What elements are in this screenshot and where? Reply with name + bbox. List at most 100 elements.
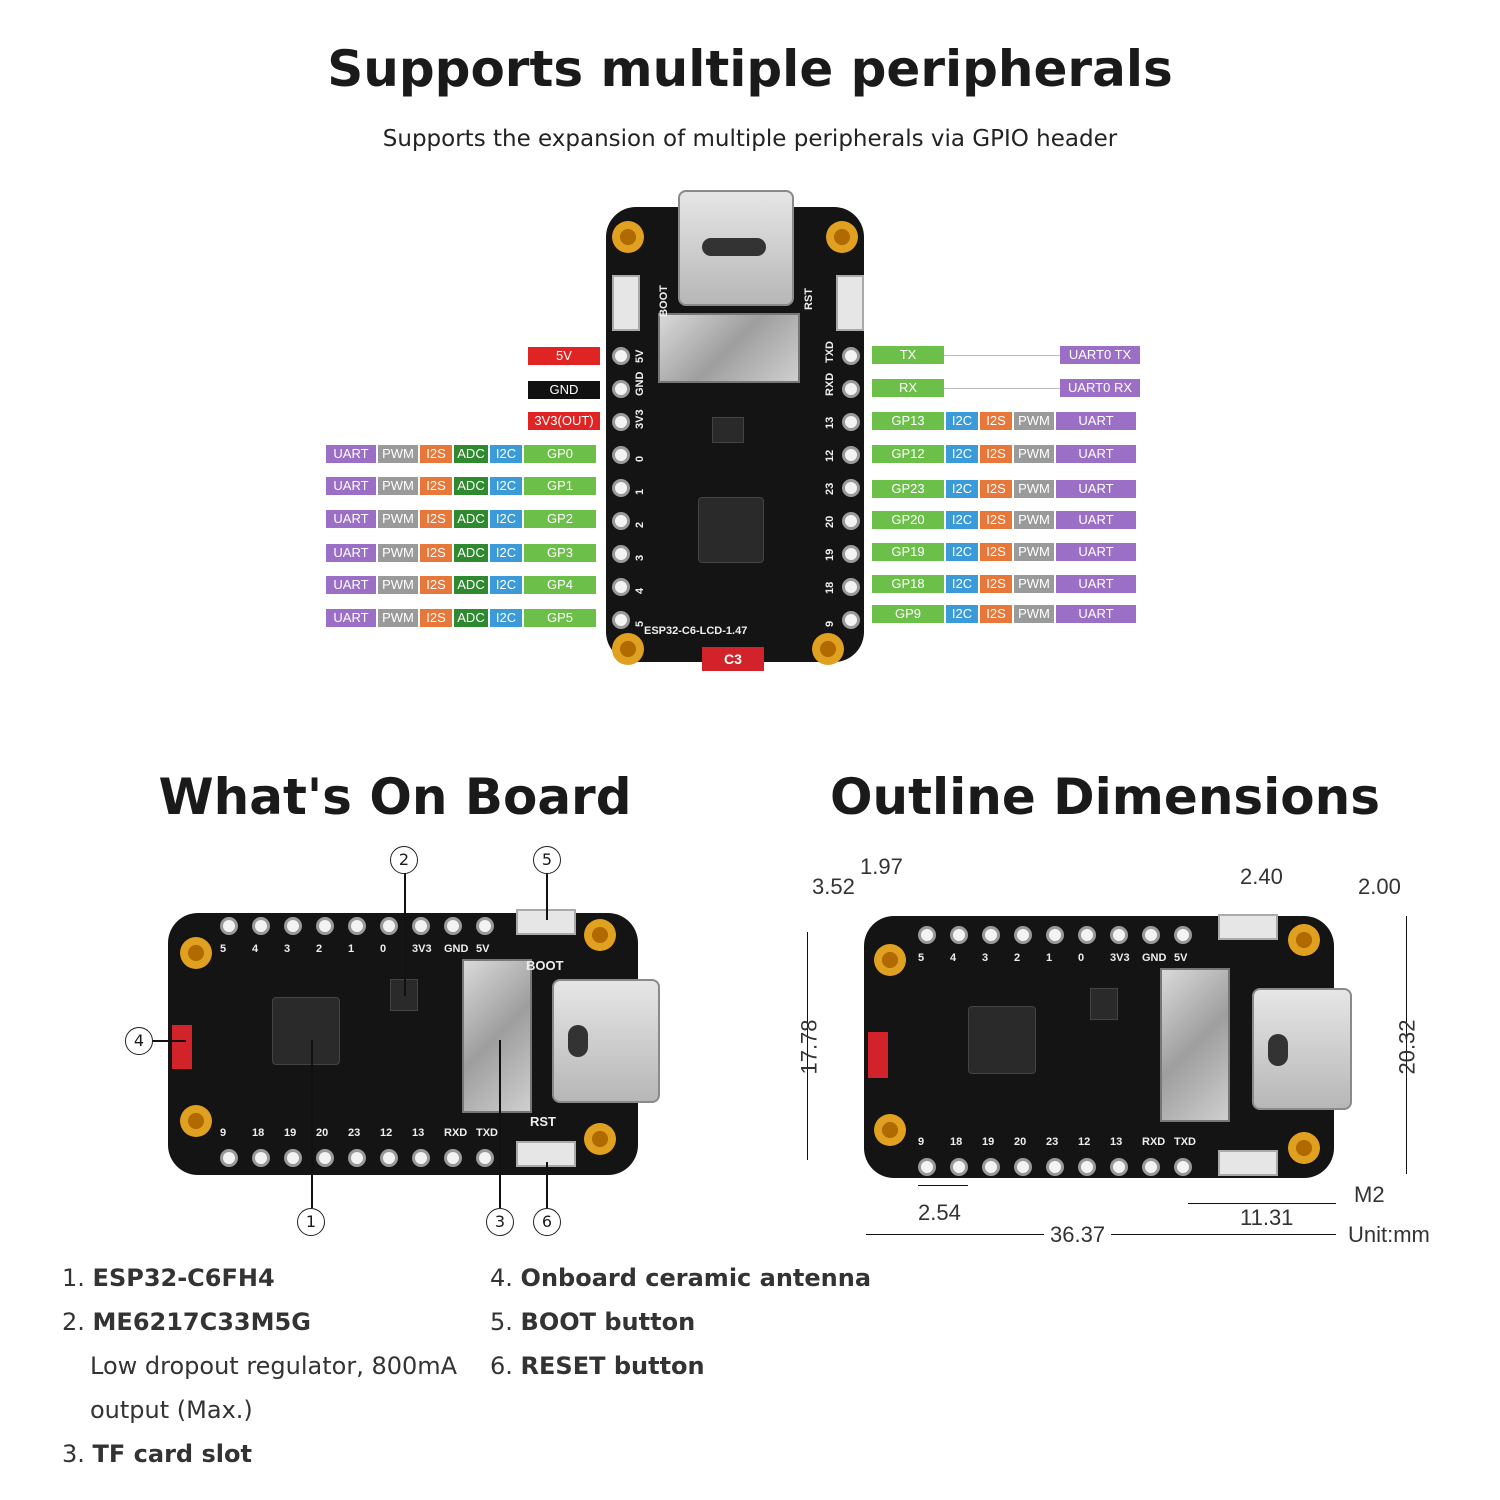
func-badge: I2S (420, 609, 452, 627)
header-pin-icon (316, 1149, 334, 1167)
list-item-desc: output (Max.) (90, 1396, 253, 1424)
callout-line-5 (546, 872, 548, 920)
power-badge: 3V3(OUT) (528, 412, 600, 430)
power-gnd-row: GND (528, 381, 600, 399)
func-badge: UART (326, 544, 376, 562)
pin-label: 18 (950, 1136, 963, 1148)
uart-connector-line (944, 388, 1060, 389)
callout-line-6 (546, 1162, 548, 1208)
func-badge: UART (1056, 480, 1136, 498)
uart-gpio-badge: RX (872, 379, 944, 397)
header-pin-icon (220, 917, 238, 935)
dim-line-254 (918, 1185, 968, 1186)
pin-label: 1 (348, 943, 355, 955)
pin-label: 18 (252, 1127, 265, 1139)
pin-label: GND (1142, 952, 1167, 964)
pin-label: 3V3 (1110, 952, 1130, 964)
boot-button[interactable] (1218, 914, 1278, 940)
header-pin-icon (252, 1149, 270, 1167)
list-item: 2. ME6217C33M5G (62, 1308, 311, 1336)
func-badge: I2S (980, 511, 1012, 529)
pin-label: 2 (634, 521, 646, 528)
antenna (172, 1025, 192, 1069)
header-pin-icon (612, 347, 630, 365)
mount-hole-icon (1288, 924, 1320, 956)
func-badge: I2C (946, 543, 978, 561)
gpio-badge: GP2 (524, 510, 596, 528)
feature-list-left: 1. ESP32-C6FH4 2. ME6217C33M5G Low dropo… (62, 1256, 457, 1476)
reset-button[interactable] (1218, 1150, 1278, 1176)
pin-label: 23 (824, 482, 836, 495)
gpio-badge: GP12 (872, 445, 944, 463)
func-badge: I2S (420, 576, 452, 594)
header-pin-icon (444, 917, 462, 935)
dim-17-78: 17.78 (796, 1019, 822, 1075)
header-pin-icon (348, 1149, 366, 1167)
reset-button[interactable] (836, 275, 864, 331)
func-badge: ADC (454, 576, 488, 594)
pin-label: 5V (634, 349, 646, 363)
header-pin-icon (476, 1149, 494, 1167)
pin-label: 9 (220, 1127, 227, 1139)
func-badge: UART (1056, 605, 1136, 623)
pin-label: 12 (1078, 1136, 1091, 1148)
func-badge: PWM (1014, 575, 1054, 593)
page-title: Supports multiple peripherals (327, 40, 1173, 98)
func-badge: ADC (454, 477, 488, 495)
usb-c-port (678, 190, 794, 306)
func-badge: I2S (420, 544, 452, 562)
pin-label: 13 (412, 1127, 425, 1139)
func-badge: PWM (378, 609, 418, 627)
header-pin-icon (316, 917, 334, 935)
func-badge: I2C (490, 445, 522, 463)
pin-label: 13 (1110, 1136, 1123, 1148)
gpio-badge: GP18 (872, 575, 944, 593)
callout-line-2 (404, 872, 406, 996)
pin-label: 5V (476, 943, 490, 955)
dim-1-97: 1.97 (860, 854, 903, 879)
onboard-title: What's On Board (158, 768, 632, 826)
func-badge: ADC (454, 510, 488, 528)
dim-3-52: 3.52 (812, 874, 855, 899)
header-pin-icon (412, 917, 430, 935)
func-badge: I2C (490, 477, 522, 495)
pin-label: 18 (824, 581, 836, 594)
header-pin-icon (1110, 1158, 1128, 1176)
regulator-chip (712, 417, 744, 443)
boot-button[interactable] (612, 275, 640, 331)
callout-5: 5 (533, 846, 561, 874)
func-badge: I2S (980, 575, 1012, 593)
header-pin-icon (1174, 1158, 1192, 1176)
header-pin-icon (612, 446, 630, 464)
callout-2: 2 (390, 846, 418, 874)
callout-3: 3 (486, 1208, 514, 1236)
pin-label: 20 (316, 1127, 329, 1139)
func-badge: PWM (378, 510, 418, 528)
header-pin-icon (1174, 926, 1192, 944)
callout-1: 1 (297, 1208, 325, 1236)
tf-card-slot (1160, 968, 1230, 1122)
antenna (868, 1032, 888, 1078)
pin-label: 1 (634, 488, 646, 495)
pin-label: 4 (634, 587, 646, 594)
pin-label: RXD (1142, 1136, 1166, 1148)
dim-2-40: 2.40 (1240, 864, 1283, 889)
uart-connector-line (944, 355, 1060, 356)
func-badge: I2C (946, 412, 978, 430)
list-item: 6. RESET button (490, 1352, 705, 1380)
func-badge: PWM (1014, 412, 1054, 430)
func-badge: PWM (1014, 480, 1054, 498)
gpio-badge: GP23 (872, 480, 944, 498)
header-pin-icon (284, 1149, 302, 1167)
usb-c-port (552, 979, 660, 1103)
func-badge: I2C (946, 445, 978, 463)
func-badge: ADC (454, 544, 488, 562)
pin-label: 2 (1014, 952, 1021, 964)
dim-line-height-left (807, 932, 808, 1160)
pin-label: GND (444, 943, 469, 955)
pin-label: GND (634, 371, 646, 396)
